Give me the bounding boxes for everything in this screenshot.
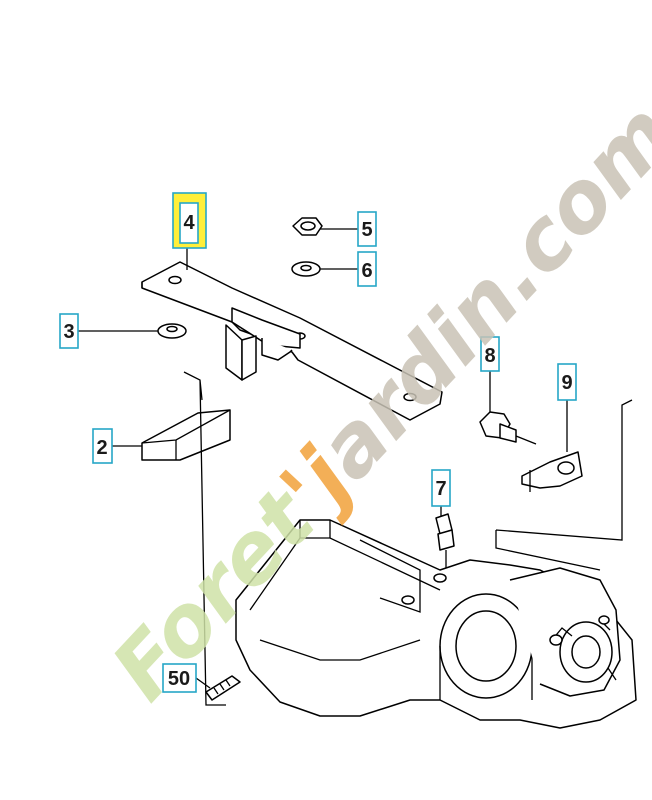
callout-6-label: 6 <box>361 260 372 282</box>
part-7-nipple <box>435 513 455 578</box>
watermark-part-gray: ardin.com <box>299 85 652 498</box>
callout-9[interactable]: 9 <box>557 363 577 401</box>
frame-outline <box>495 399 633 571</box>
part-4-bracket <box>141 261 443 421</box>
part-5-nut <box>292 217 323 236</box>
axle-housing <box>235 519 637 729</box>
part-2-block <box>141 409 231 461</box>
callout-9-label: 9 <box>561 372 572 394</box>
part-8-plug <box>479 411 537 445</box>
leader-lines <box>78 228 568 689</box>
callout-2[interactable]: 2 <box>92 428 113 464</box>
callout-5-label: 5 <box>361 219 372 241</box>
callout-2-label: 2 <box>96 437 107 459</box>
callout-3-label: 3 <box>63 321 74 343</box>
callout-8-label: 8 <box>484 345 495 367</box>
part-9-clip <box>521 451 583 492</box>
callout-50-label: 50 <box>168 668 190 690</box>
callout-4-label: 4 <box>183 212 195 234</box>
part-2-guide-line <box>183 371 226 706</box>
callout-4[interactable]: 4 <box>172 192 207 249</box>
callout-6[interactable]: 6 <box>357 251 377 287</box>
callout-8[interactable]: 8 <box>480 336 500 372</box>
callout-50[interactable]: 50 <box>162 663 197 693</box>
callout-7[interactable]: 7 <box>431 469 451 507</box>
callout-5[interactable]: 5 <box>357 211 377 247</box>
part-50-screw <box>205 675 241 701</box>
callout-3[interactable]: 3 <box>59 313 79 349</box>
part-6-washer <box>291 261 321 277</box>
part-3-washer <box>157 323 187 339</box>
callout-7-label: 7 <box>435 478 446 500</box>
